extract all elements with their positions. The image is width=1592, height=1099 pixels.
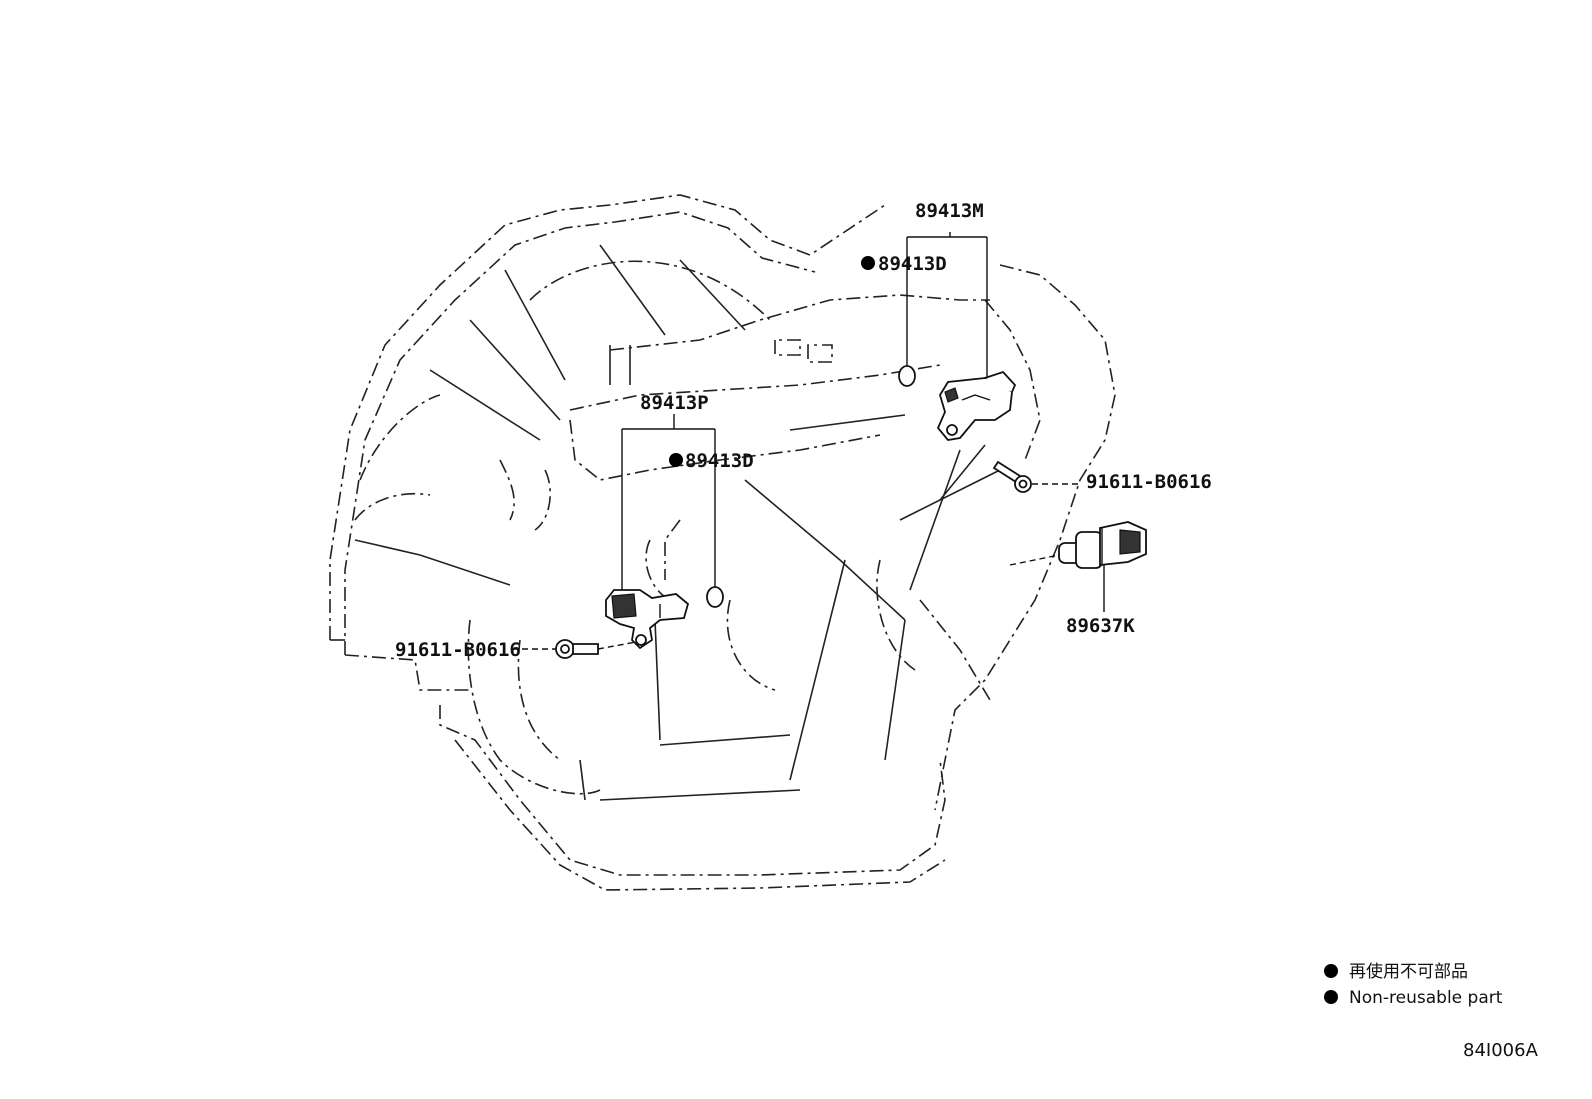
legend: 再使用不可部品 Non-reusable part [1324, 961, 1503, 1008]
legend-text-en: Non-reusable part [1349, 988, 1503, 1008]
bolt-left-graphic [555, 639, 599, 659]
label-bolt-right: 91611-B0616 [1086, 471, 1212, 493]
label-cam-sensor-top: 89413M [915, 200, 984, 222]
non-reusable-marker-icon [1324, 964, 1338, 978]
label-oring-left: 89413D [685, 450, 754, 472]
label-bolt-left: 91611-B0616 [395, 639, 521, 661]
label-oring-top: 89413D [878, 253, 947, 275]
non-reusable-marker-icon [669, 453, 683, 467]
oring-left-graphic [706, 586, 724, 608]
cam-sensor-top-graphic [936, 370, 1017, 441]
label-cam-sensor-left: 89413P [640, 392, 709, 414]
non-reusable-marker-icon [861, 256, 875, 270]
non-reusable-marker-icon [1324, 990, 1338, 1004]
leader-lines [512, 232, 1105, 650]
label-pressure-switch: 89637K [1066, 615, 1135, 637]
pressure-switch-graphic [1058, 521, 1147, 569]
legend-text-ja: 再使用不可部品 [1349, 961, 1468, 982]
transaxle-ghost-outline [329, 194, 1116, 891]
figure-id: 84I006A [1463, 1040, 1539, 1061]
bolt-right-graphic [992, 460, 1032, 493]
oring-top-graphic [898, 365, 916, 387]
cam-sensor-left-graphic [605, 589, 690, 650]
